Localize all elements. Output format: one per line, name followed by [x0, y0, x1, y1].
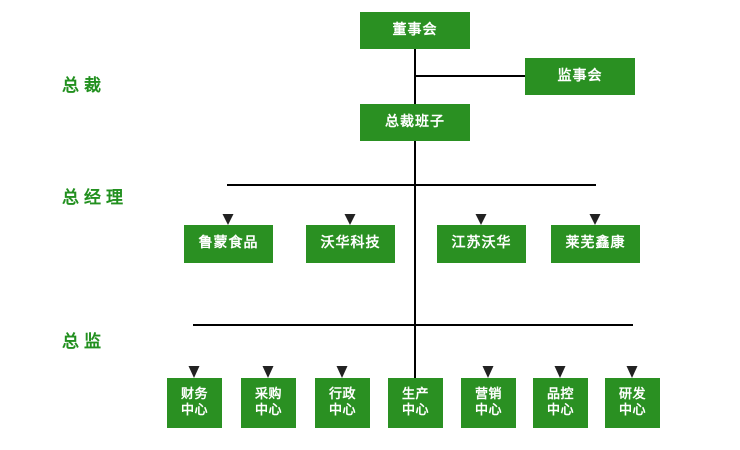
node-center-rnd-line2: 中心	[618, 403, 646, 418]
node-president-team[interactable]: 总裁班子	[360, 104, 470, 141]
node-board-of-supervisors[interactable]: 监事会	[525, 58, 635, 95]
tier-label-president: 总裁	[62, 76, 106, 96]
tier-label-general-manager: 总经理	[62, 188, 128, 208]
node-center-production[interactable]: 生产中心	[388, 378, 443, 428]
arrow-division-3	[475, 186, 487, 225]
node-center-procurement-line1: 采购	[254, 386, 282, 402]
node-center-administration-line2: 中心	[328, 403, 356, 418]
node-division-laiwu-xinkang[interactable]: 莱芜鑫康	[551, 225, 640, 263]
node-division-jiangsu-wohua[interactable]: 江苏沃华	[437, 225, 526, 263]
node-center-quality-control-line1: 品控	[546, 386, 574, 402]
arrow-center-1	[188, 326, 200, 378]
connector-president-to-division-bar	[414, 141, 416, 187]
node-center-marketing-line1: 营销	[474, 386, 502, 402]
arrow-division-2	[344, 186, 356, 225]
tier-label-director: 总监	[62, 332, 106, 352]
connector-division-bar	[227, 184, 596, 186]
node-center-marketing-line2: 中心	[474, 403, 502, 418]
node-center-finance-line1: 财务	[180, 386, 208, 402]
arrow-division-1	[222, 186, 234, 225]
node-center-rnd[interactable]: 研发中心	[605, 378, 660, 428]
node-board-of-directors[interactable]: 董事会	[360, 12, 470, 49]
arrow-division-4	[589, 186, 601, 225]
connector-board-to-trunk	[414, 49, 416, 141]
node-division-wohua-technology[interactable]: 沃华科技	[306, 225, 395, 263]
node-center-administration-line1: 行政	[328, 386, 356, 402]
connector-center-bar	[193, 324, 633, 326]
node-center-finance[interactable]: 财务中心	[167, 378, 222, 428]
node-center-marketing[interactable]: 营销中心	[461, 378, 516, 428]
arrow-center-6	[554, 326, 566, 378]
arrow-center-2	[262, 326, 274, 378]
node-center-procurement-line2: 中心	[254, 403, 282, 418]
node-division-lumeng-food[interactable]: 鲁蒙食品	[184, 225, 273, 263]
node-center-finance-line2: 中心	[180, 403, 208, 418]
arrow-center-3	[336, 326, 348, 378]
node-center-quality-control[interactable]: 品控中心	[533, 378, 588, 428]
node-center-procurement[interactable]: 采购中心	[241, 378, 296, 428]
connector-trunk-to-production-center	[414, 324, 416, 380]
node-center-production-line1: 生产	[401, 386, 429, 402]
connector-supervisors-branch	[414, 75, 526, 77]
node-center-rnd-line1: 研发	[618, 386, 646, 402]
connector-division-bar-to-center-bar	[414, 184, 416, 326]
arrow-center-5	[482, 326, 494, 378]
arrow-center-7	[626, 326, 638, 378]
node-center-administration[interactable]: 行政中心	[315, 378, 370, 428]
node-center-quality-control-line2: 中心	[546, 403, 574, 418]
node-center-production-line2: 中心	[401, 403, 429, 418]
